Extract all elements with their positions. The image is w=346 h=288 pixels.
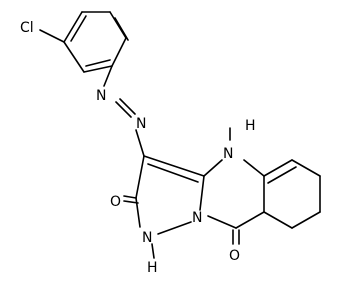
bond: [157, 221, 192, 235]
bond: [291, 159, 321, 177]
double-bond: [147, 163, 199, 183]
bond: [111, 37, 127, 67]
cyclohexene-ring: [263, 159, 321, 229]
pyrazole-hydrogen-label: H: [147, 260, 158, 276]
azo-nitrogen-label: N: [96, 88, 106, 104]
bond: [243, 159, 265, 177]
bond: [83, 65, 113, 73]
bond: [207, 215, 237, 229]
bond: [199, 175, 205, 211]
bond: [203, 159, 223, 177]
bond: [291, 211, 321, 229]
carbonyl-bond: [123, 195, 137, 199]
double-bond: [119, 98, 136, 115]
pyrazole-nitrogen-label: N: [142, 230, 152, 246]
bond: [263, 159, 293, 177]
bond: [135, 155, 145, 199]
ring-nitrogen-label: N: [223, 146, 233, 162]
bond: [114, 17, 129, 41]
carbonyl-oxygen-label: O: [110, 194, 121, 210]
double-bond: [267, 166, 297, 184]
bond: [103, 65, 113, 87]
bond: [70, 15, 87, 42]
bond: [235, 211, 265, 229]
pyrimidine-ring: [203, 127, 265, 245]
bond: [63, 41, 85, 73]
azo-linkage: [103, 65, 145, 157]
double-bond: [115, 101, 132, 118]
ring-hydrogen-label: H: [245, 118, 256, 134]
carbonyl-bond: [123, 200, 139, 204]
azo-nitrogen-label: N: [136, 116, 146, 132]
bond: [63, 11, 83, 43]
bond: [263, 211, 293, 229]
bond: [143, 155, 205, 177]
chlorophenyl-ring: [39, 11, 129, 73]
bond-to-chlorine: [39, 29, 65, 43]
bond-to-h: [151, 243, 155, 259]
pyrazolone-ring: [123, 155, 205, 259]
bridge-nitrogen-label: N: [192, 210, 202, 226]
bond: [85, 59, 111, 67]
chlorine-label: Cl: [20, 20, 34, 36]
carbonyl-oxygen-label: O: [229, 248, 240, 264]
bond: [135, 129, 145, 157]
